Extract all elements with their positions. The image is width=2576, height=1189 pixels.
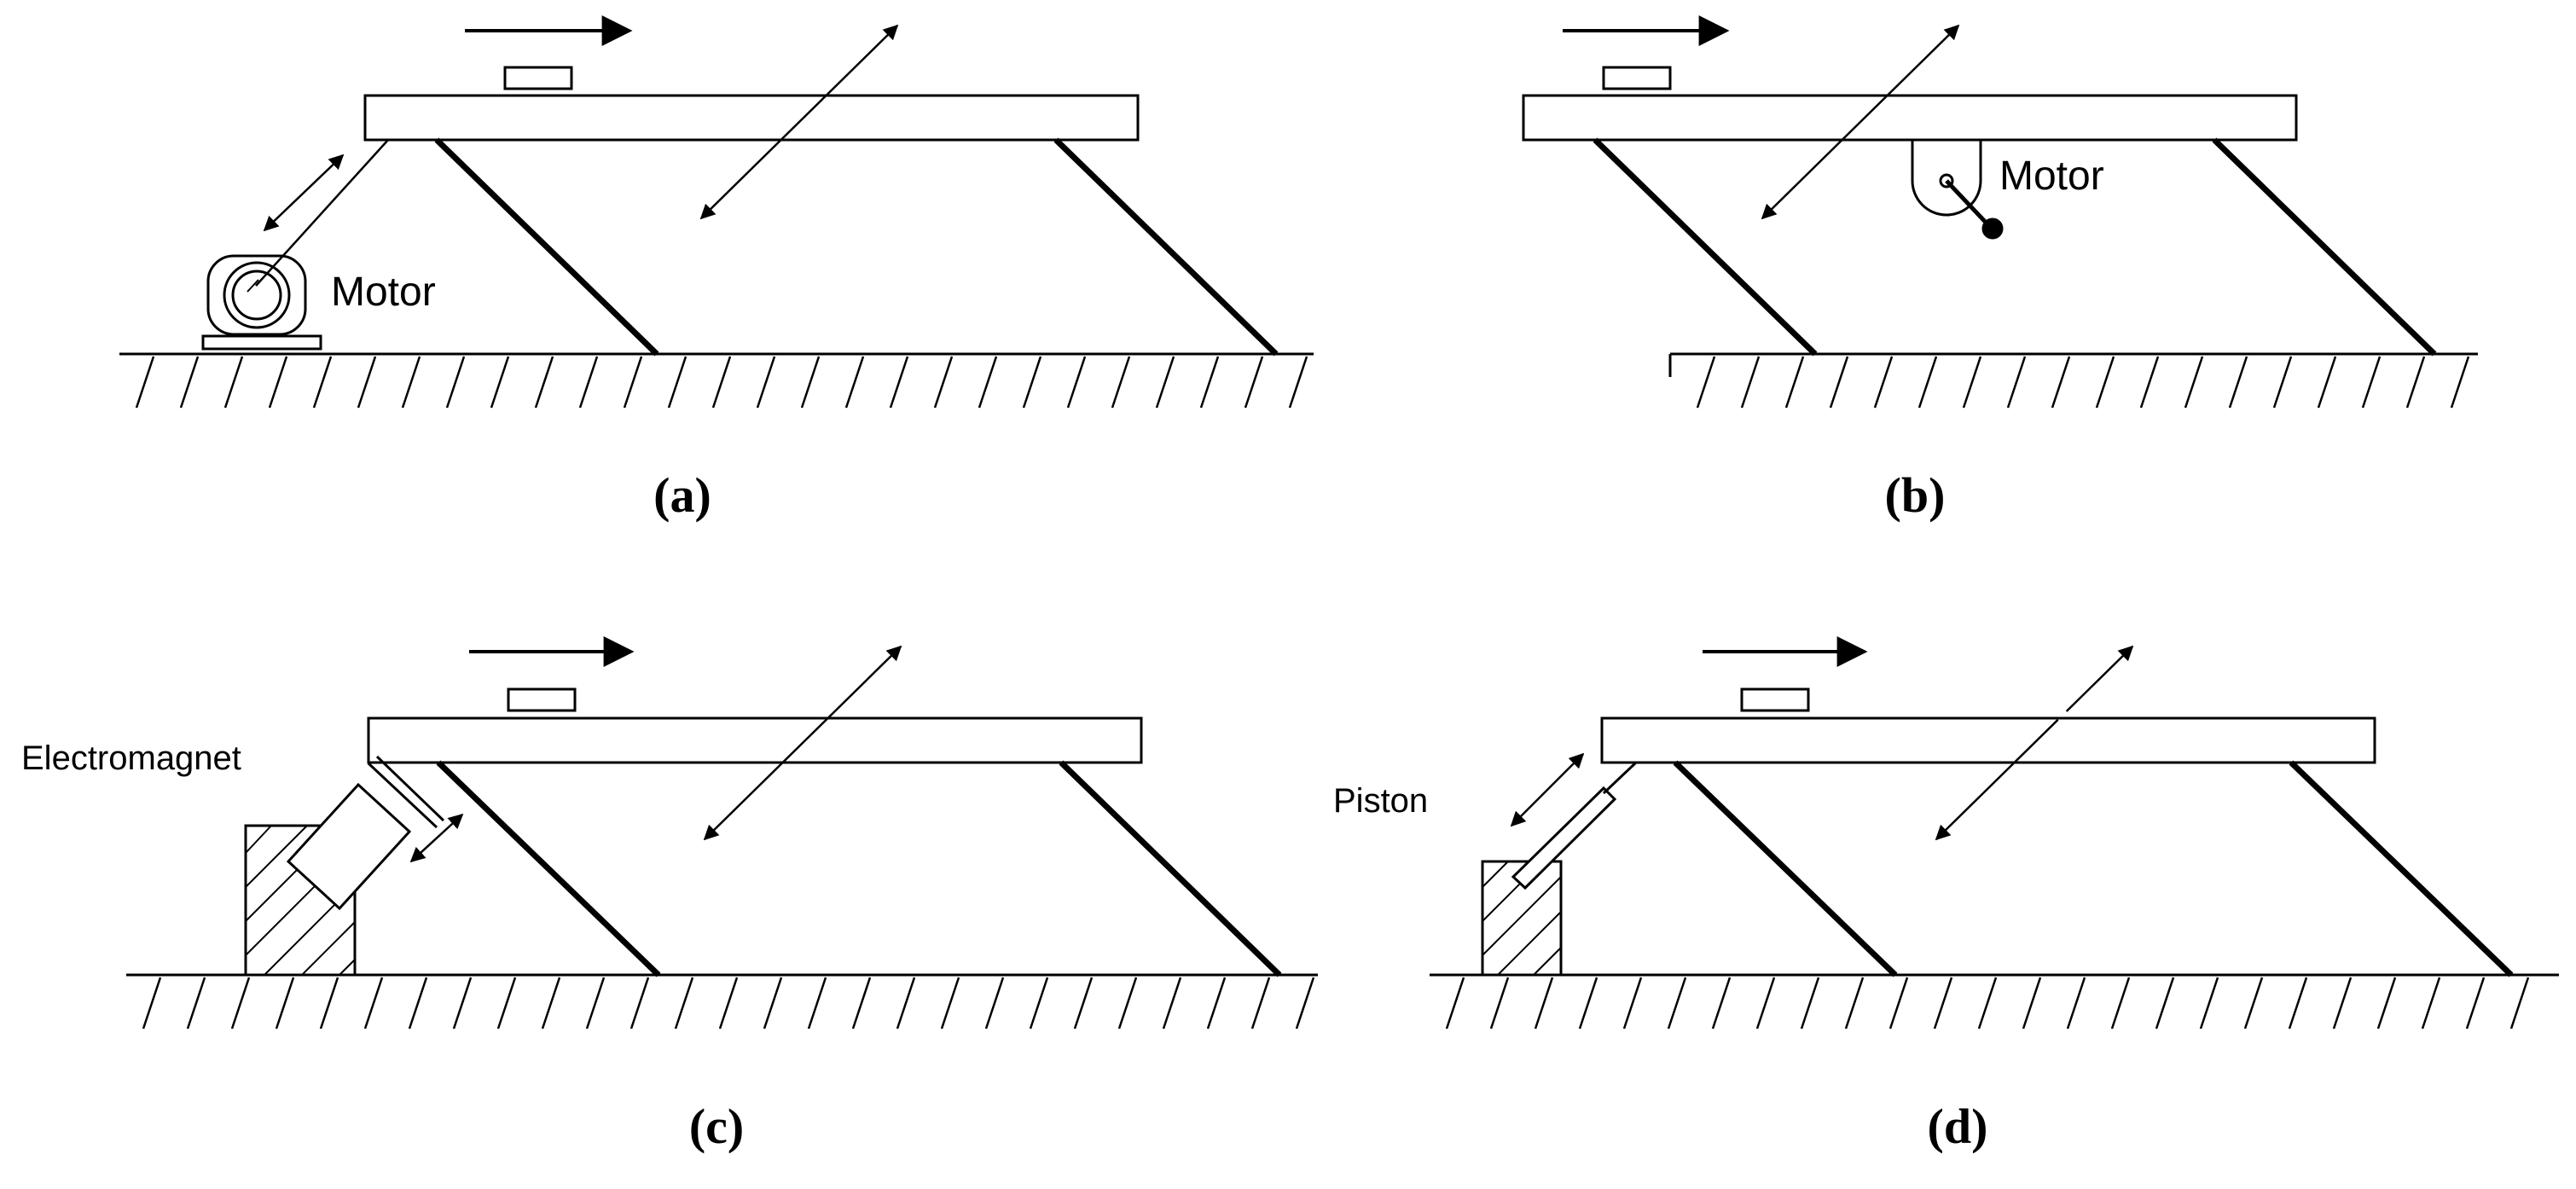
vibration-arrow-c xyxy=(703,645,902,841)
leaf-spring-left-a xyxy=(434,137,659,357)
leaf-spring-left-d xyxy=(1673,760,1898,977)
connecting-rod-a xyxy=(255,139,389,287)
leaf-spring-right-b xyxy=(2212,137,2437,357)
workpiece-c xyxy=(507,687,577,712)
leaf-spring-left-c xyxy=(436,760,661,977)
panel-a: Motor (a) xyxy=(119,15,1314,523)
vibration-arrow-b xyxy=(1761,24,1960,220)
piston-icon xyxy=(1481,761,1638,977)
leaf-spring-right-a xyxy=(1053,137,1279,357)
panel-caption-b: (b) xyxy=(1885,467,1946,523)
drive-arrow-c xyxy=(409,813,464,863)
vibration-arrow-d xyxy=(1935,645,2134,841)
workpiece-b xyxy=(1602,66,1672,90)
ground-a xyxy=(119,352,1314,409)
trough-c xyxy=(367,716,1143,764)
panel-caption-c: (c) xyxy=(689,1099,744,1154)
leaf-spring-right-d xyxy=(2289,760,2514,977)
motor-icon xyxy=(201,254,322,351)
drive-arrow-a xyxy=(263,154,345,232)
drive-arrow-d xyxy=(1510,752,1585,827)
panel-caption-a: (a) xyxy=(653,467,711,523)
workpiece-d xyxy=(1740,687,1810,712)
vibration-arrow-a xyxy=(699,24,899,220)
motor-icon xyxy=(1911,140,2004,240)
trough-b xyxy=(1522,94,2298,142)
device-label-c: Electromagnet xyxy=(21,740,241,777)
panel-b: Motor (b) xyxy=(1522,15,2478,523)
panel-c: Electromagnet (c) xyxy=(21,636,1318,1154)
panel-caption-d: (d) xyxy=(1928,1099,1988,1154)
leaf-spring-right-c xyxy=(1059,760,1282,977)
ground-c xyxy=(126,973,1318,1030)
panel-d: Piston (d) xyxy=(1333,636,2559,1154)
device-label-d: Piston xyxy=(1333,782,1428,820)
trough-d xyxy=(1600,716,2376,764)
device-label-b: Motor xyxy=(1999,154,2104,199)
electromagnet-icon xyxy=(244,755,445,977)
workpiece-a xyxy=(503,66,573,90)
ground-d xyxy=(1430,973,2559,1030)
ground-b xyxy=(1668,352,2478,409)
device-label-a: Motor xyxy=(331,270,436,315)
trough-a xyxy=(363,94,1140,142)
leaf-spring-left-b xyxy=(1593,137,1818,357)
